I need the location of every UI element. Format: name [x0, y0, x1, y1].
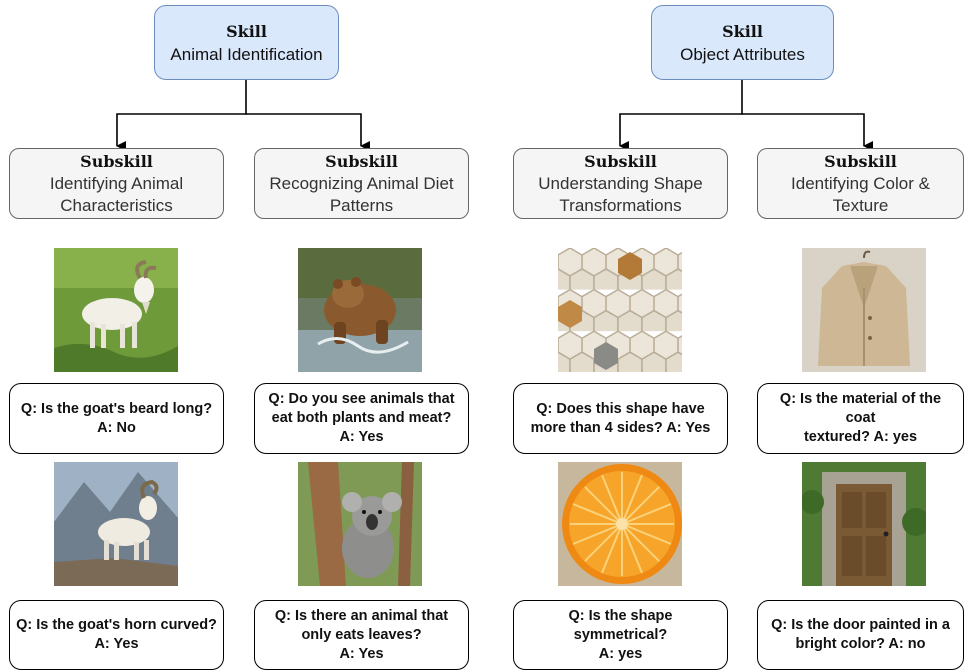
question-box: Q: Does this shape have more than 4 side…	[513, 383, 728, 454]
question-text-line2: more than 4 sides? A: Yes	[530, 419, 711, 436]
question-text-line2: eat both plants and meat?	[271, 410, 452, 426]
subskill-name-line2: Patterns	[329, 195, 394, 215]
question-text-line2: only eats leaves?	[301, 626, 422, 643]
question-box: Q: Is the shape symmetrical? A: yes	[513, 600, 728, 670]
answer-text: A: No	[97, 419, 136, 436]
arrow-skill1-sub1	[116, 80, 247, 151]
subskill-heading: Subskill	[325, 151, 398, 171]
skill-name: Object Attributes	[680, 44, 805, 64]
question-box: Q: Is the goat's beard long? A: No	[9, 383, 224, 454]
subskill-heading: Subskill	[584, 151, 657, 171]
arrow-skill2-sub3	[619, 80, 743, 151]
subskill-box-identifying-animal-characteristics: Subskill Identifying Animal Characterist…	[9, 148, 224, 219]
question-text-line2: bright color? A: no	[795, 636, 926, 652]
answer-text: A: Yes	[339, 429, 384, 445]
question-box: Q: Do you see animals that eat both plan…	[254, 383, 469, 454]
beige-coat-image	[802, 248, 926, 372]
question-text: Q: Is the shape symmetrical?	[568, 607, 673, 643]
question-text: Q: Is the goat's beard long?	[20, 400, 213, 417]
answer-text: A: yes	[598, 645, 643, 662]
subskill-heading: Subskill	[80, 151, 153, 171]
question-text: Q: Is the goat's horn curved?	[16, 617, 217, 633]
question-box: Q: Is the door painted in a bright color…	[757, 600, 964, 670]
skill-box-animal-identification: Skill Animal Identification	[154, 5, 339, 80]
answer-text: A: Yes	[339, 645, 384, 662]
goat-on-grass-image	[54, 248, 178, 372]
orange-slice-image	[558, 462, 682, 586]
subskill-name-line2: Characteristics	[60, 195, 173, 215]
subskill-box-understanding-shape: Subskill Understanding Shape Transformat…	[513, 148, 728, 219]
answer-text: A: Yes	[94, 636, 139, 652]
question-text: Q: Is there an animal that	[274, 607, 449, 624]
subskill-box-recognizing-animal-diet: Subskill Recognizing Animal Diet Pattern…	[254, 148, 469, 219]
question-text-line2: textured? A: yes	[803, 429, 918, 445]
bear-in-water-image	[298, 248, 422, 372]
question-text: Q: Is the material of the coat	[779, 391, 942, 426]
skill-box-object-attributes: Skill Object Attributes	[651, 5, 834, 80]
question-text: Q: Is the door painted in a	[771, 617, 950, 633]
skill-heading: Skill	[722, 21, 763, 41]
skill-name: Animal Identification	[170, 44, 323, 64]
mountain-goat-image	[54, 462, 178, 586]
question-box: Q: Is the goat's horn curved? A: Yes	[9, 600, 224, 670]
subskill-name-line2: Texture	[832, 195, 889, 215]
subskill-name-line2: Transformations	[559, 195, 682, 215]
question-text: Q: Do you see animals that	[268, 391, 455, 407]
question-text: Q: Does this shape have	[536, 400, 705, 417]
arrow-skill1-sub2	[246, 113, 370, 151]
wooden-door-image	[802, 462, 926, 586]
arrow-skill2-sub4	[742, 113, 873, 151]
koala-on-tree-image	[298, 462, 422, 586]
subskill-name-line1: Understanding Shape	[538, 173, 703, 193]
question-box: Q: Is the material of the coat textured?…	[757, 383, 964, 454]
hexagon-tiles-image	[558, 248, 682, 372]
subskill-name-line1: Identifying Color &	[791, 173, 930, 193]
subskill-heading: Subskill	[824, 151, 897, 171]
question-box: Q: Is there an animal that only eats lea…	[254, 600, 469, 670]
subskill-name-line1: Identifying Animal	[49, 173, 184, 193]
subskill-name-line1: Recognizing Animal Diet	[269, 173, 454, 193]
skill-heading: Skill	[226, 21, 267, 41]
subskill-box-identifying-color-texture: Subskill Identifying Color & Texture	[757, 148, 964, 219]
